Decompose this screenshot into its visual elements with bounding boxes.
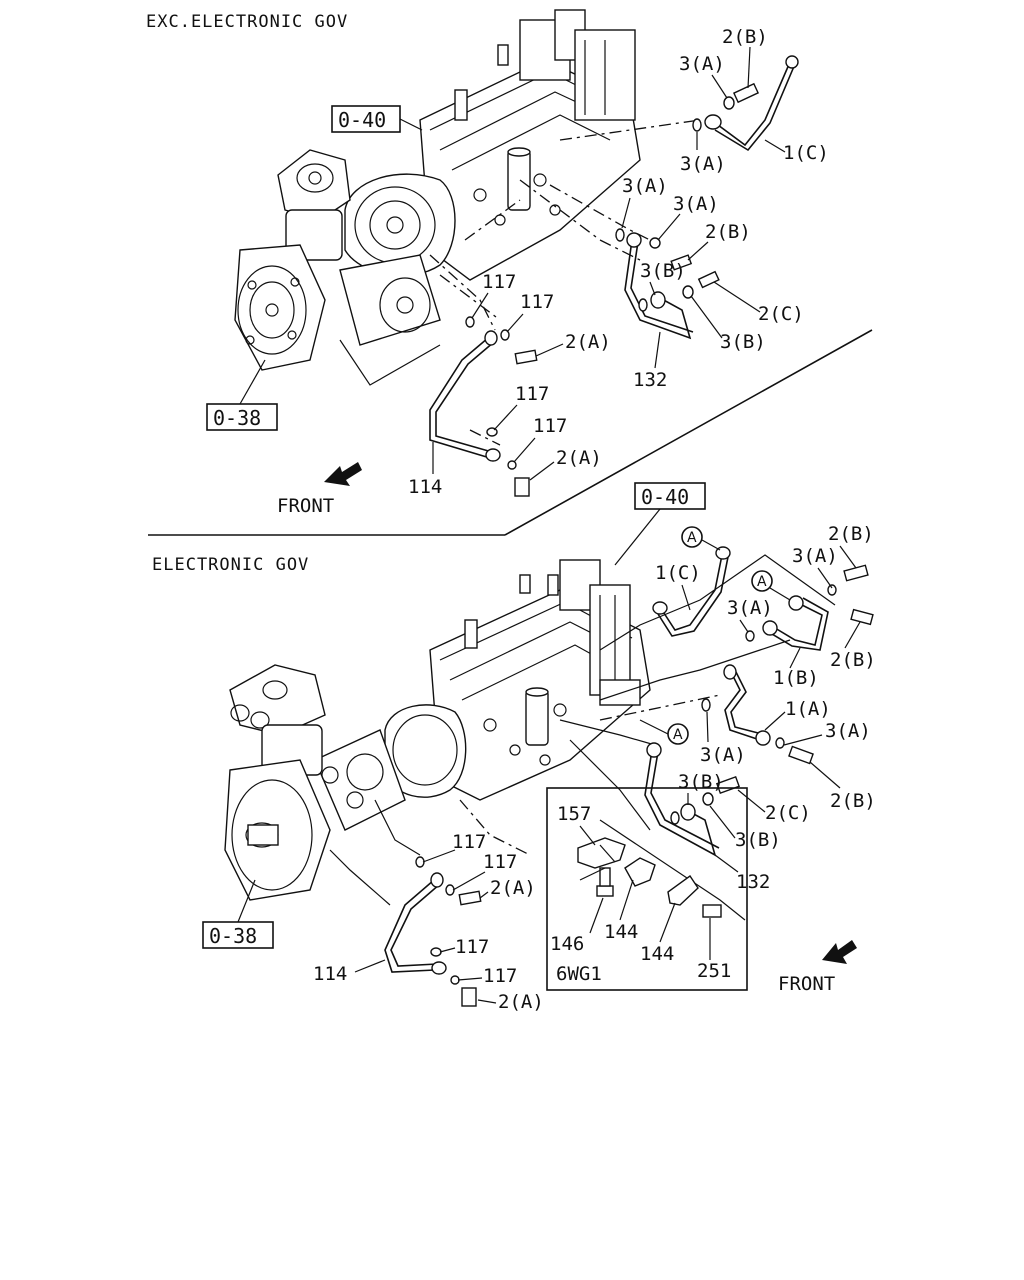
svg-text:2(B): 2(B) xyxy=(828,523,874,545)
svg-text:2(B): 2(B) xyxy=(722,26,768,48)
pipe-1b-bottom xyxy=(745,564,874,651)
svg-text:3(A): 3(A) xyxy=(792,545,838,567)
svg-text:117: 117 xyxy=(483,965,517,987)
pipe-132-top xyxy=(615,228,720,340)
bottom-part-labels: 2(B) 3(A) 1(C) 3(A) 2(B) 1(B) 1(A) 3(A) … xyxy=(313,523,876,1013)
front-arrow-bottom: FRONT xyxy=(778,940,857,995)
svg-text:3(A): 3(A) xyxy=(680,153,726,175)
injection-pump-bottom xyxy=(429,559,651,801)
svg-text:3(B): 3(B) xyxy=(735,829,781,851)
svg-text:A: A xyxy=(673,727,683,743)
svg-text:2(C): 2(C) xyxy=(758,303,804,325)
svg-text:3(A): 3(A) xyxy=(622,175,668,197)
svg-text:117: 117 xyxy=(533,415,567,437)
svg-text:2(A): 2(A) xyxy=(556,447,602,469)
svg-text:0-40: 0-40 xyxy=(641,485,689,509)
svg-text:2(A): 2(A) xyxy=(498,991,544,1013)
svg-text:2(B): 2(B) xyxy=(830,649,876,671)
svg-text:117: 117 xyxy=(520,291,554,313)
svg-text:157: 157 xyxy=(557,803,591,825)
bottom-section-title: ELECTRONIC GOV xyxy=(152,555,309,575)
bottom-compressor-ref: 0-38 xyxy=(202,879,274,949)
svg-text:1(A): 1(A) xyxy=(785,698,831,720)
svg-text:2(B): 2(B) xyxy=(705,221,751,243)
callout-a-2: A xyxy=(751,570,791,601)
svg-text:3(A): 3(A) xyxy=(825,720,871,742)
top-section-title: EXC.ELECTRONIC GOV xyxy=(146,12,348,32)
svg-text:A: A xyxy=(687,530,697,546)
svg-text:2(A): 2(A) xyxy=(565,331,611,353)
svg-text:3(B): 3(B) xyxy=(640,260,686,282)
air-compressor-bottom xyxy=(224,664,331,901)
svg-text:2(B): 2(B) xyxy=(830,790,876,812)
svg-text:114: 114 xyxy=(408,476,442,498)
svg-text:3(A): 3(A) xyxy=(679,53,725,75)
svg-text:A: A xyxy=(757,574,767,590)
svg-text:117: 117 xyxy=(515,383,549,405)
pipe-114-bottom xyxy=(384,856,482,1007)
callout-a-3: A xyxy=(639,719,689,745)
section-divider xyxy=(148,329,873,536)
svg-text:251: 251 xyxy=(697,960,731,982)
svg-text:2(C): 2(C) xyxy=(765,802,811,824)
svg-text:0-38: 0-38 xyxy=(213,406,261,430)
svg-text:132: 132 xyxy=(736,871,770,893)
svg-text:114: 114 xyxy=(313,963,347,985)
callout-a-1: A xyxy=(681,526,721,551)
svg-text:117: 117 xyxy=(455,936,489,958)
svg-text:3(A): 3(A) xyxy=(727,597,773,619)
top-pump-ref: 0-40 xyxy=(331,105,423,133)
pipe-1c-bottom xyxy=(652,546,731,637)
pipe-114-top xyxy=(429,316,538,497)
front-arrow-top: FRONT xyxy=(277,462,362,517)
top-dashed-leaders xyxy=(339,119,701,446)
timing-housing-top xyxy=(339,173,456,346)
bottom-dashed-leaders xyxy=(329,554,836,921)
injection-pump-top xyxy=(419,9,641,281)
svg-text:117: 117 xyxy=(482,271,516,293)
svg-text:1(B): 1(B) xyxy=(773,667,819,689)
svg-text:6WG1: 6WG1 xyxy=(556,963,602,985)
bottom-pump-ref: 0-40 xyxy=(614,482,706,566)
svg-text:0-38: 0-38 xyxy=(209,924,257,948)
pipe-1a-bottom xyxy=(701,664,814,765)
top-compressor-ref: 0-38 xyxy=(206,359,278,431)
svg-text:1(C): 1(C) xyxy=(655,562,701,584)
svg-text:3(B): 3(B) xyxy=(720,331,766,353)
svg-text:1(C): 1(C) xyxy=(783,142,829,164)
top-part-labels: 2(B) 3(A) 1(C) 3(A) 3(A) 3(A) 2(B) 3(B) … xyxy=(408,26,829,498)
timing-housing-bottom xyxy=(314,704,467,831)
svg-text:132: 132 xyxy=(633,369,667,391)
air-compressor-top xyxy=(234,149,351,371)
svg-text:146: 146 xyxy=(550,933,584,955)
pipe-1c-top xyxy=(692,55,799,152)
svg-text:0-40: 0-40 xyxy=(338,108,386,132)
svg-text:144: 144 xyxy=(604,921,638,943)
svg-text:117: 117 xyxy=(452,831,486,853)
inset-6wg1: 157 146 144 144 251 6WG1 xyxy=(546,787,748,991)
svg-text:FRONT: FRONT xyxy=(778,973,835,995)
svg-text:3(B): 3(B) xyxy=(678,771,724,793)
svg-text:FRONT: FRONT xyxy=(277,495,334,517)
svg-text:144: 144 xyxy=(640,943,674,965)
svg-text:3(A): 3(A) xyxy=(700,744,746,766)
svg-text:2(A): 2(A) xyxy=(490,877,536,899)
svg-text:117: 117 xyxy=(483,851,517,873)
svg-text:3(A): 3(A) xyxy=(673,193,719,215)
